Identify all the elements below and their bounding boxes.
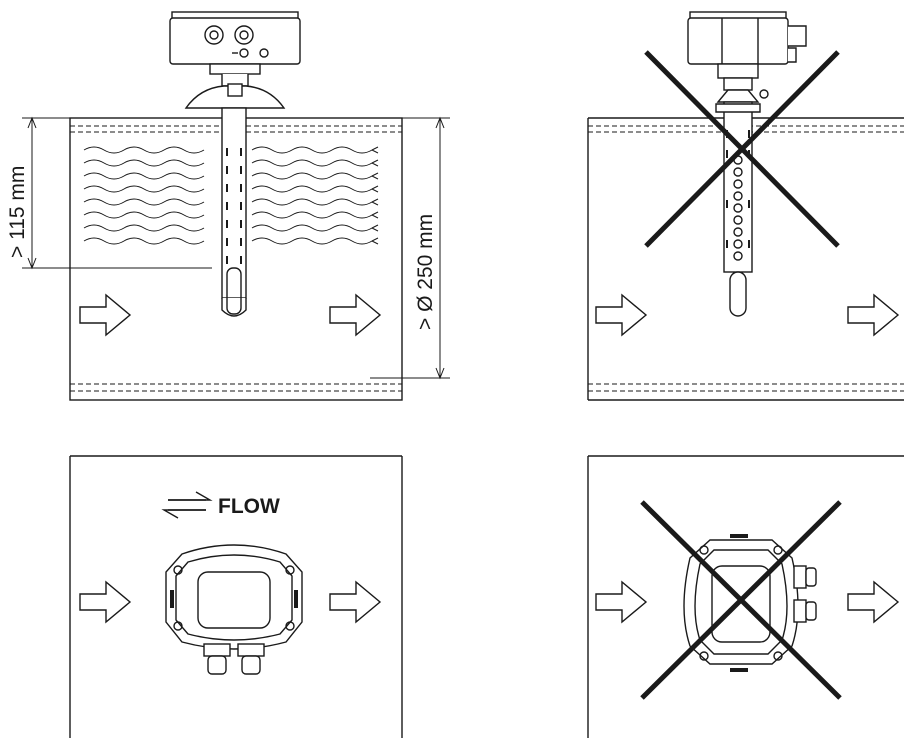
cross-mark-icon [644, 50, 840, 248]
diameter-label: > Ø 250 mm [414, 214, 437, 330]
flow-arrow-icon [79, 581, 131, 623]
panel-incorrect-housing [587, 455, 904, 738]
panel-correct-housing: FLOW [69, 455, 403, 738]
flow-waves-left [83, 146, 205, 245]
diameter-dimension [370, 116, 450, 380]
flow-arrow-icon [847, 294, 899, 336]
depth-label: > 115 mm [6, 166, 29, 258]
flow-label: FLOW [218, 495, 280, 518]
flow-arrow-icon [329, 581, 381, 623]
panel-correct-probe: > 115 mm > Ø 250 mm [6, 11, 450, 401]
flow-arrow-icon [595, 581, 647, 623]
panel-incorrect-probe [587, 11, 904, 401]
wall-housing-icon [165, 544, 303, 675]
probe-sensor-icon [687, 11, 807, 317]
flow-arrow-icon [79, 294, 131, 336]
bidirectional-flow-icon [161, 491, 213, 519]
cross-mark-icon [640, 500, 842, 700]
flow-arrow-icon [595, 294, 647, 336]
flow-arrow-icon [329, 294, 381, 336]
flow-waves-right [251, 146, 379, 245]
depth-dimension [22, 116, 212, 270]
flow-arrow-icon [847, 581, 899, 623]
probe-sensor-icon [169, 11, 301, 317]
